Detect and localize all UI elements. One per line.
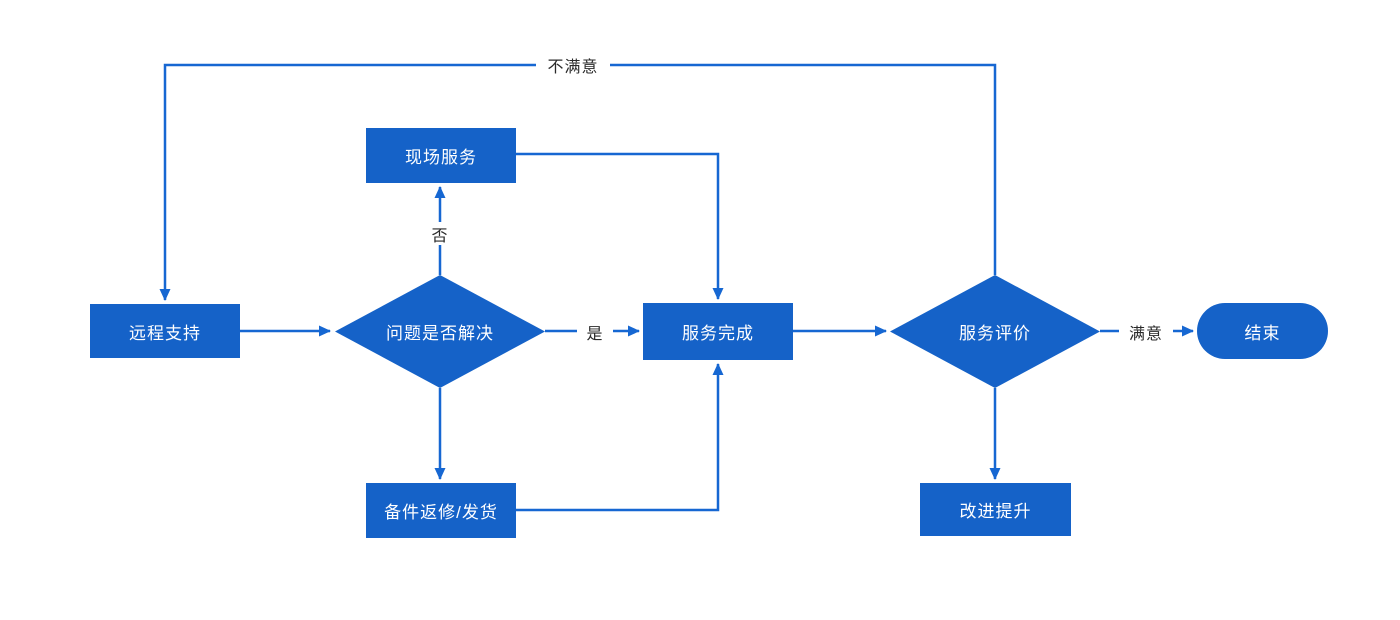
edge-label-satisfied: 满意 bbox=[1119, 320, 1173, 343]
node-end: 结束 bbox=[1197, 303, 1328, 359]
edge-onsite-service-to-service-complete bbox=[516, 152, 724, 300]
edge-parts-repair-to-service-complete bbox=[516, 363, 724, 512]
node-improve: 改进提升 bbox=[920, 483, 1071, 536]
node-parts-repair: 备件返修/发货 bbox=[366, 483, 516, 538]
edge-label-no: 否 bbox=[424, 222, 456, 245]
edge-service-evaluation-to-remote-support bbox=[159, 63, 997, 301]
edge-label-unsatisfied: 不满意 bbox=[536, 53, 610, 77]
node-service-complete: 服务完成 bbox=[643, 303, 793, 360]
node-remote-support: 远程支持 bbox=[90, 304, 240, 358]
edge-label-yes: 是 bbox=[577, 320, 613, 343]
node-onsite-service: 现场服务 bbox=[366, 128, 516, 183]
